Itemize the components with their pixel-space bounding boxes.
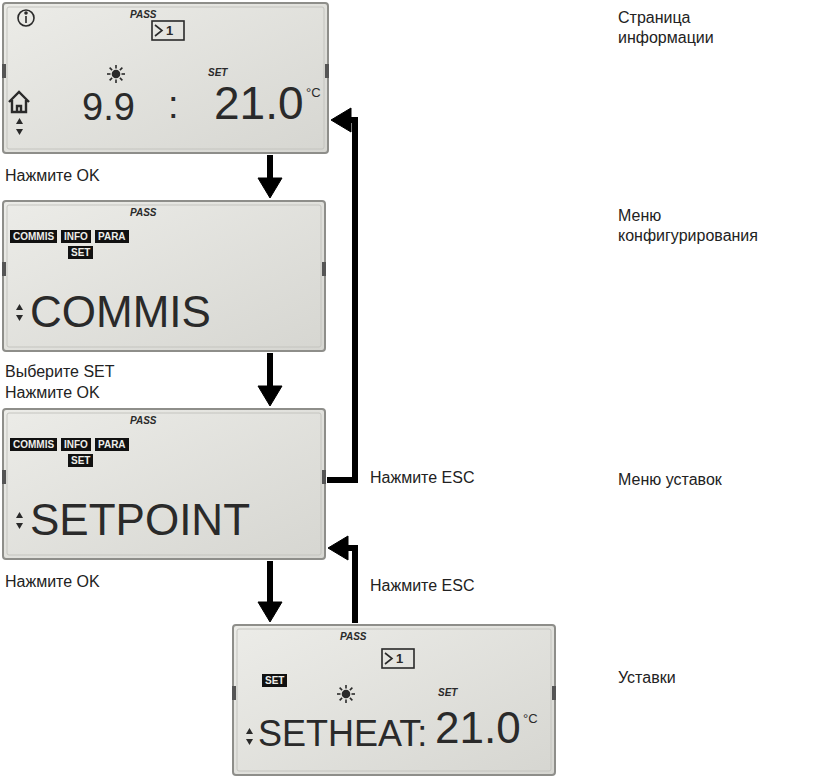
lcd-panel bbox=[232, 624, 556, 776]
house-icon bbox=[9, 92, 29, 112]
lcd-reading: COMMIS bbox=[30, 290, 211, 334]
flow-arrow bbox=[328, 536, 355, 623]
flow-arrow bbox=[258, 155, 282, 198]
lcd-panel bbox=[2, 2, 329, 154]
lcd-reading: : bbox=[168, 86, 179, 124]
action-label: Нажмите OK bbox=[5, 572, 145, 593]
menu-tab: SET bbox=[68, 454, 93, 467]
lcd-frame bbox=[3, 3, 328, 153]
arrow-shaft bbox=[267, 155, 273, 178]
up-down-arrows bbox=[16, 512, 23, 529]
up-down-arrows bbox=[246, 728, 253, 745]
arrow-head bbox=[331, 108, 351, 132]
action-label: Выберите SET Нажмите OK bbox=[5, 362, 123, 404]
screen-caption: Уставки bbox=[618, 668, 768, 688]
up-down-arrows bbox=[16, 118, 23, 135]
up-down-arrows bbox=[16, 304, 23, 321]
menu-tab: SET bbox=[262, 674, 287, 687]
lcd-reading: 21.0 bbox=[435, 706, 521, 750]
lcd-indicator: SET bbox=[208, 68, 227, 78]
lcd-screen: PASS 1SET SET SETHEAT:21.0°C bbox=[232, 624, 556, 776]
menu-tab: COMMIS bbox=[10, 230, 57, 243]
menu-tab: PARA bbox=[95, 230, 129, 243]
lcd-indicator: PASS bbox=[130, 416, 157, 426]
bezel-tab bbox=[232, 686, 236, 700]
lcd-screen: PASS COMMIS INFO PARASET SETPOINT bbox=[2, 408, 326, 560]
arrow-head bbox=[258, 178, 282, 198]
bezel-tab bbox=[322, 470, 326, 484]
program-box bbox=[382, 649, 414, 668]
lcd-indicator: PASS bbox=[130, 10, 157, 20]
lcd-frame bbox=[3, 201, 325, 351]
bezel-tab bbox=[2, 64, 6, 78]
lcd-frame bbox=[3, 409, 325, 559]
bezel-tab bbox=[552, 686, 556, 700]
bezel-tab bbox=[2, 470, 6, 484]
action-label: Нажмите ESC bbox=[370, 468, 490, 489]
menu-tab: PARA bbox=[95, 438, 129, 451]
sun-icon bbox=[107, 65, 125, 83]
arrow-head bbox=[258, 602, 282, 622]
arrow-shaft bbox=[267, 561, 273, 602]
lcd-reading: 21.0 bbox=[214, 80, 304, 126]
lcd-inner-frame bbox=[7, 7, 324, 149]
lcd-inner-frame bbox=[7, 413, 321, 555]
arrow-shaft bbox=[327, 120, 355, 480]
bezel-tab bbox=[322, 262, 326, 276]
lcd-indicator: °C bbox=[306, 86, 321, 99]
lcd-reading: SETHEAT: bbox=[258, 716, 427, 752]
lcd-screen: PASS COMMIS INFO PARASET COMMIS bbox=[2, 200, 326, 352]
lcd-screen: PASS 1 9.9: SET 21.0°C bbox=[2, 2, 329, 154]
lcd-frame bbox=[233, 625, 555, 775]
sun-icon bbox=[337, 685, 355, 703]
arrow-head bbox=[258, 386, 282, 406]
menu-tab: INFO bbox=[61, 230, 91, 243]
lcd-reading: 9.9 bbox=[82, 88, 135, 126]
program-box bbox=[152, 21, 184, 40]
screen-caption: Страница информации bbox=[618, 8, 768, 48]
menu-tab: INFO bbox=[61, 438, 91, 451]
screen-caption: Меню уставок bbox=[618, 470, 768, 490]
bezel-tab bbox=[325, 64, 329, 78]
lcd-indicator: 1 bbox=[396, 652, 403, 665]
action-label: Нажмите ESC bbox=[370, 576, 490, 597]
arrow-head bbox=[328, 536, 348, 560]
screen-caption: Меню конфигурирования bbox=[618, 206, 768, 246]
lcd-inner-frame bbox=[7, 205, 321, 347]
arrow-shaft bbox=[267, 353, 273, 386]
action-label: Нажмите OK bbox=[5, 166, 145, 187]
lcd-indicator: 1 bbox=[166, 24, 173, 37]
info-icon bbox=[18, 10, 34, 26]
menu-tab: COMMIS bbox=[10, 438, 57, 451]
lcd-indicator: PASS bbox=[130, 208, 157, 218]
menu-tab: SET bbox=[68, 246, 93, 259]
flow-arrow bbox=[327, 108, 355, 480]
flow-arrow bbox=[258, 353, 282, 406]
lcd-indicator: SET bbox=[438, 688, 457, 698]
arrow-shaft bbox=[348, 548, 355, 623]
bezel-tab bbox=[2, 262, 6, 276]
lcd-indicator: °C bbox=[523, 712, 538, 725]
lcd-inner-frame bbox=[237, 629, 551, 771]
lcd-indicator: PASS bbox=[340, 632, 367, 642]
flow-arrow bbox=[258, 561, 282, 622]
lcd-reading: SETPOINT bbox=[30, 498, 250, 542]
